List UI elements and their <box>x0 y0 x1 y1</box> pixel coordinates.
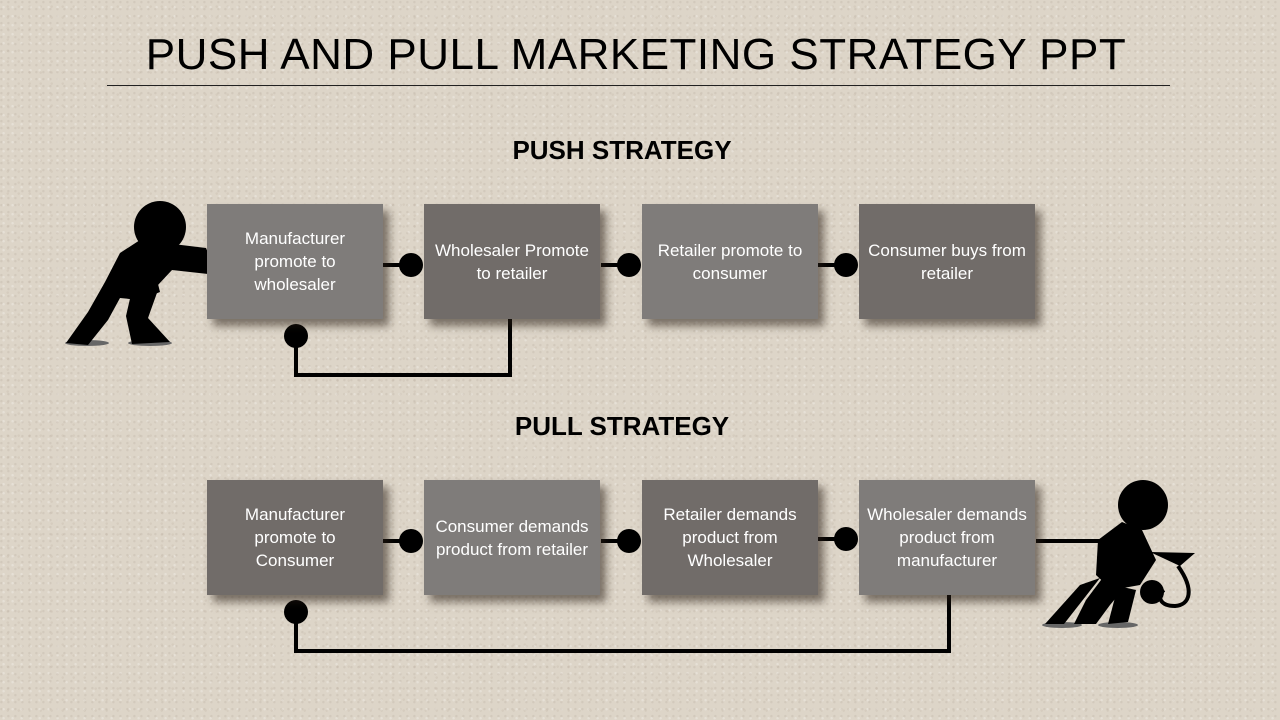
push-feedback-line <box>294 319 512 377</box>
push-connector-dot-1 <box>399 253 423 277</box>
push-connector-dot-2 <box>617 253 641 277</box>
pull-feedback-dot <box>284 600 308 624</box>
push-connector-dot-3 <box>834 253 858 277</box>
pull-step-wholesaler: Wholesaler demands product from manufact… <box>859 480 1035 595</box>
pull-strategy-heading: PULL STRATEGY <box>514 411 730 441</box>
pull-connector-dot-3 <box>834 527 858 551</box>
pushing-figure-icon <box>65 201 212 346</box>
pull-step-consumer: Consumer demands product from retailer <box>424 480 600 595</box>
pulling-figure-icon <box>1042 480 1195 628</box>
push-connectors <box>284 253 858 377</box>
push-step-wholesaler: Wholesaler Promote to retailer <box>424 204 600 319</box>
pull-connectors <box>284 527 1100 653</box>
pull-step-manufacturer: Manufacturer promote to Consumer <box>207 480 383 595</box>
pull-connector-dot-2 <box>617 529 641 553</box>
push-step-retailer: Retailer promote to consumer <box>642 204 818 319</box>
pull-feedback-line <box>294 595 951 653</box>
push-step-manufacturer: Manufacturer promote to wholesaler <box>207 204 383 319</box>
push-step-consumer: Consumer buys from retailer <box>859 204 1035 319</box>
push-strategy-heading: PUSH STRATEGY <box>512 135 732 165</box>
push-feedback-dot <box>284 324 308 348</box>
pull-step-retailer: Retailer demands product from Wholesaler <box>642 480 818 595</box>
page-title: PUSH AND PULL MARKETING STRATEGY PPT <box>145 30 1127 79</box>
title-divider <box>107 85 1170 86</box>
pull-connector-dot-1 <box>399 529 423 553</box>
